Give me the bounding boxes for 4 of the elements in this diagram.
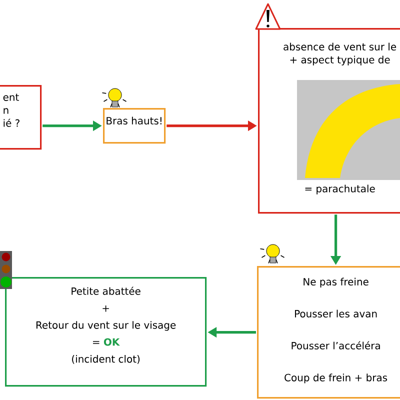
warning-box: ent n ié ? (0, 85, 42, 150)
tip-box: Ne pas freine Pousser les avan Pousser l’accéléra Coup de frein + bras (257, 266, 400, 399)
result-box: Petite abattée + Retour du vent sur le visage = OK (incident clot) (5, 277, 207, 387)
tip-box: Bras hauts! (103, 108, 166, 144)
